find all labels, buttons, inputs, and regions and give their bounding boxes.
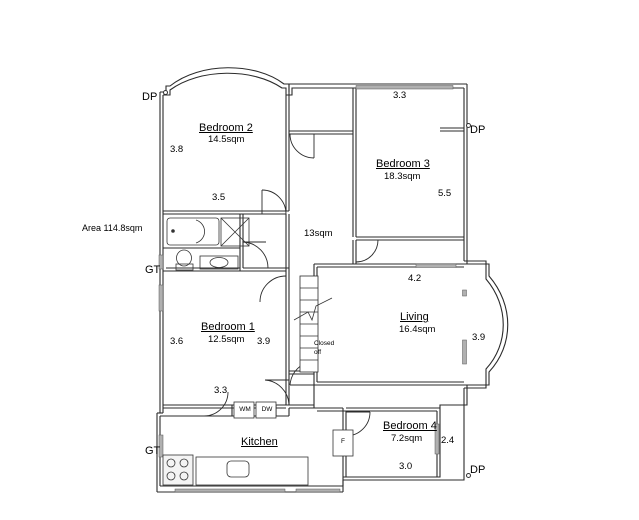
window-bedroom1-left: [158, 284, 164, 312]
window-kitchen-bottom-2: [295, 488, 341, 493]
room-area-living: 16.4sqm: [399, 324, 436, 335]
bathtub-curve: [195, 219, 205, 244]
vanity-counter: [199, 255, 239, 270]
basin: [209, 257, 229, 268]
bathroom-fixtures: [166, 217, 250, 271]
marker-gt-mid-left: GT: [145, 264, 161, 276]
door-bedroom2-arc: [261, 189, 287, 215]
door-kitchen-arc: [203, 391, 229, 417]
shower-tray: [220, 217, 250, 247]
living-bay-outer: [467, 263, 509, 386]
bedroom2-bay-outer: [160, 67, 290, 93]
dim-bedroom1-bottom: 3.3: [214, 385, 228, 396]
room-area-bedroom1: 12.5sqm: [208, 334, 245, 345]
door-bedroom1-arc: [259, 275, 287, 303]
room-label-bedroom2: Bedroom 2: [199, 122, 253, 134]
door-hall-arc: [264, 379, 290, 405]
window-living-right-a: [462, 339, 467, 365]
right-wall-lower: [439, 385, 468, 408]
room-label-bedroom4: Bedroom 4: [383, 420, 437, 432]
marker-dp-top-left: DP: [142, 91, 158, 103]
bathtub: [166, 217, 220, 246]
dp-dot-top-right-icon: [466, 123, 471, 128]
washing-machine-box: [233, 401, 255, 419]
window-living-right-b: [462, 289, 467, 297]
dp-dot-top-left-icon: [163, 90, 168, 95]
marker-gt-bottom-left: GT: [145, 445, 161, 457]
dim-bedroom3-top: 3.3: [393, 90, 407, 101]
stairs-note-line2: off: [314, 349, 322, 356]
room-area-bedroom4: 7.2sqm: [391, 433, 423, 444]
toilet-cistern: [175, 263, 194, 271]
dishwasher-box: [255, 401, 277, 419]
staircase: [293, 275, 333, 373]
window-bedroom3-top: [355, 85, 454, 90]
bedroom4-outer-wall: [343, 408, 441, 478]
door-bedroom3b-arc: [355, 239, 379, 263]
room-label-bedroom3: Bedroom 3: [376, 158, 430, 170]
marker-dp-bottom-right: DP: [470, 464, 486, 476]
burner-4: [179, 471, 189, 481]
room-label-bedroom1: Bedroom 1: [201, 321, 255, 333]
fridge-box: [332, 429, 354, 457]
kitchen-sink: [226, 460, 250, 478]
room-label-living: Living: [400, 311, 429, 323]
toilet-bowl: [176, 249, 192, 267]
kitchen-fixtures: [162, 401, 354, 486]
dim-bedroom2-bottom: 3.5: [212, 192, 226, 203]
dim-bedroom2-left: 3.8: [170, 144, 184, 155]
door-bath-arc: [242, 241, 269, 269]
room-area-bedroom3: 18.3sqm: [384, 171, 421, 182]
shower-x: [220, 217, 250, 247]
windows: [158, 85, 467, 493]
marker-dp-top-right: DP: [470, 124, 486, 136]
stairs-note-line1: Closed: [314, 340, 335, 347]
dim-living-right: 3.9: [472, 332, 486, 343]
appliance-label-dw: DW: [261, 406, 273, 413]
window-living-top: [415, 263, 457, 268]
kitchen-bench: [195, 456, 309, 486]
total-area-label: Area 114.8sqm: [82, 223, 143, 233]
living-bay-inner: [464, 260, 504, 389]
bedroom4-wall-outer2: [343, 408, 465, 481]
window-bathroom-left: [158, 254, 164, 270]
room-area-bedroom2: 14.5sqm: [208, 134, 245, 145]
room-label-kitchen: Kitchen: [241, 436, 278, 448]
cooktop: [162, 454, 194, 486]
top-wall-outer: [288, 83, 467, 92]
dim-living-top: 4.2: [408, 273, 422, 284]
bathtub-drain: [171, 229, 175, 233]
door-bedroom3-arc: [289, 133, 315, 159]
burner-2: [179, 458, 189, 468]
appliance-label-fridge: F: [341, 438, 345, 445]
window-kitchen-left: [158, 434, 164, 458]
dim-bedroom1-left: 3.6: [170, 336, 184, 347]
wall-stub-markers: [288, 127, 464, 270]
dim-bedroom1-right: 3.9: [257, 336, 271, 347]
appliance-label-wm: WM: [239, 406, 251, 413]
dim-bedroom4-right: 2.4: [441, 435, 455, 446]
dim-bedroom3-right: 5.5: [438, 188, 452, 199]
room-area-hall: 13sqm: [304, 228, 333, 239]
stair-break-line: [293, 297, 333, 322]
burner-3: [166, 471, 176, 481]
dp-dot-bottom-right-icon: [466, 473, 471, 478]
doors: [180, 133, 379, 437]
dim-bedroom4-bottom: 3.0: [399, 461, 413, 472]
opening-bedroom3-right: [440, 127, 464, 132]
window-kitchen-bottom: [174, 488, 286, 493]
burner-1: [166, 458, 176, 468]
window-bedroom4-right: [434, 423, 440, 455]
bedroom2-bay-inner: [163, 72, 287, 96]
